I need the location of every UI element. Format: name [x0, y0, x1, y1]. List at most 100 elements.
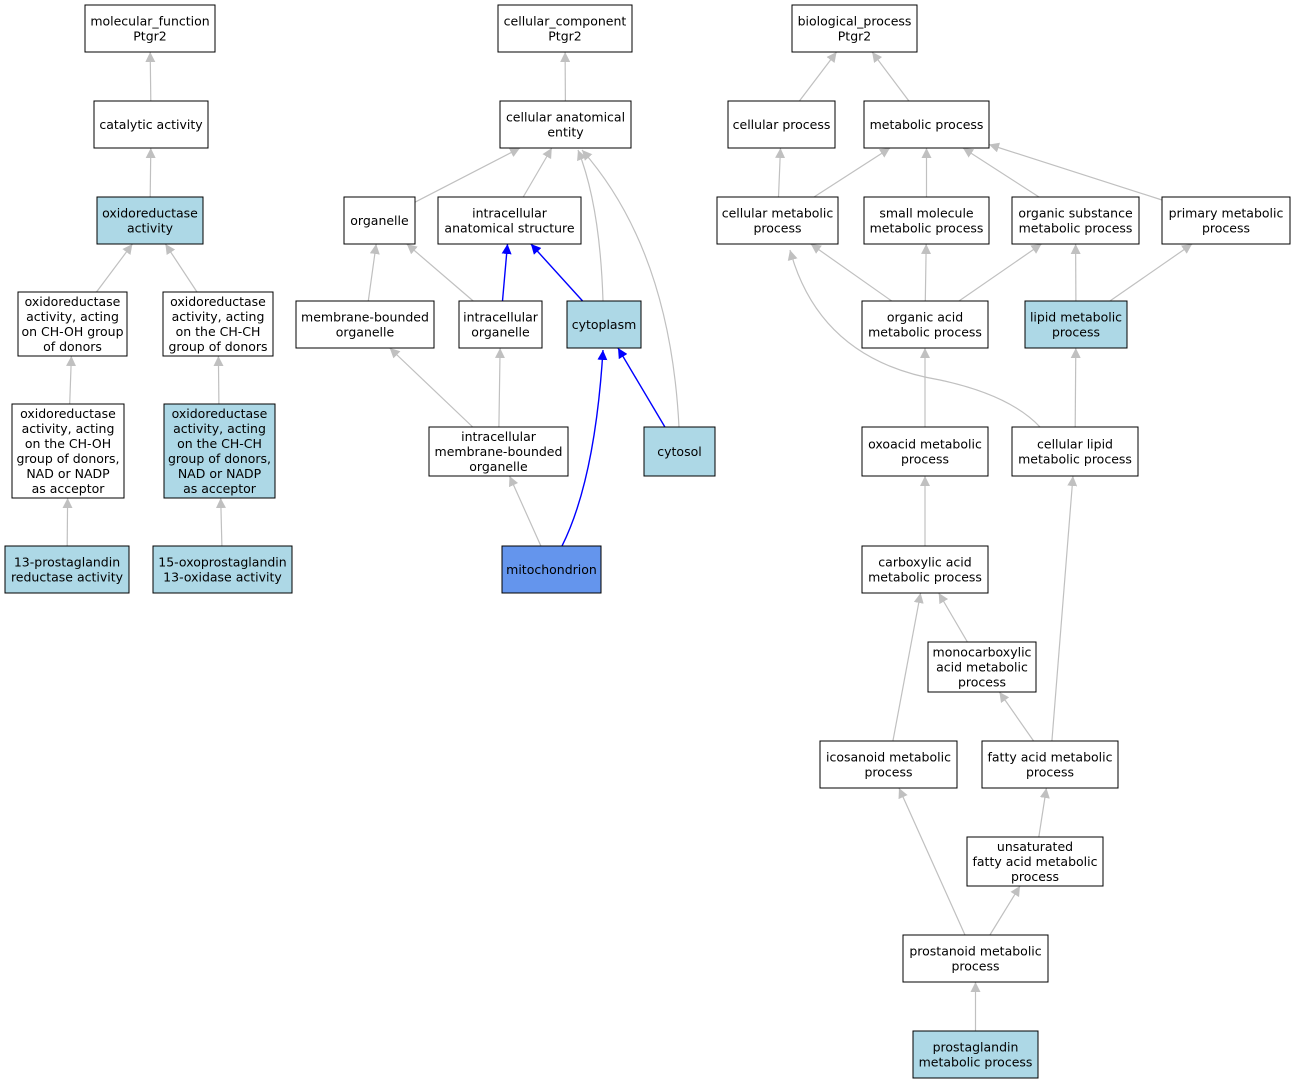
node-label-line: intracellular	[463, 310, 539, 325]
node-label-line: group of donors,	[168, 451, 271, 466]
node-label-line: of donors	[43, 339, 102, 354]
node-label-line: metabolic process	[868, 325, 982, 340]
node-label-line: as acceptor	[32, 481, 106, 496]
node-box	[501, 545, 602, 594]
node-label-line: group of donors	[168, 339, 267, 354]
node-mito[interactable]: mitochondrion	[501, 545, 602, 594]
node-box	[428, 426, 569, 477]
node-box	[1011, 196, 1140, 245]
node-label-line: organelle	[336, 325, 395, 340]
node-box	[861, 426, 989, 477]
edge-imbo-to-io	[494, 347, 505, 428]
node-label-line: intracellular	[472, 206, 548, 221]
node-box	[343, 196, 416, 245]
node-box	[163, 403, 276, 499]
edge-cytosol-to-cyto	[617, 347, 666, 428]
edge-oamp-to-smmp	[921, 243, 932, 302]
edge-clmp-to-lmp	[1070, 347, 1081, 428]
node-box	[93, 100, 209, 149]
edge-oxr_chch_nad-to-oxr_chch	[213, 355, 224, 405]
node-box	[863, 196, 990, 245]
node-label-line: organic acid	[887, 310, 963, 325]
node-label-line: organic substance	[1018, 206, 1133, 221]
node-box	[437, 196, 582, 245]
node-label-line: monocarboxylic	[933, 645, 1032, 660]
node-label-line: metabolic process	[870, 117, 984, 132]
node-box	[497, 4, 633, 53]
edge-famp-to-clmp	[1051, 475, 1078, 742]
node-org[interactable]: organelle	[343, 196, 416, 245]
node-cp[interactable]: cellular process	[727, 100, 836, 149]
node-box	[499, 100, 632, 149]
node-box	[863, 100, 990, 149]
node-box	[566, 300, 642, 349]
node-cytosol[interactable]: cytosol	[643, 426, 716, 477]
node-label-line: activity, acting	[26, 309, 119, 324]
node-label-line: activity, acting	[172, 309, 265, 324]
node-box	[861, 545, 989, 594]
node-box	[152, 545, 293, 594]
node-label-line: process	[901, 452, 949, 467]
edge-icmp-to-camp	[892, 592, 924, 742]
node-label-line: process	[753, 221, 801, 236]
node-label-line: oxidoreductase	[102, 206, 198, 221]
node-box	[1024, 300, 1128, 349]
node-mp[interactable]: metabolic process	[863, 100, 990, 149]
node-label-line: metabolic process	[919, 1055, 1033, 1070]
node-label-line: oxidoreductase	[170, 294, 266, 309]
edge-ias-to-cae	[522, 147, 553, 198]
node-label-line: oxidoreductase	[20, 406, 116, 421]
node-label-line: molecular_function	[90, 14, 209, 29]
edge-cmp-to-mp	[813, 147, 891, 198]
node-label-line: metabolic process	[1018, 452, 1132, 467]
node-label-line: unsaturated	[997, 839, 1073, 854]
edge-oamp-to-cmp	[810, 243, 893, 302]
node-label-line: 15-oxoprostaglandin	[158, 555, 286, 570]
node-label-line: process	[958, 675, 1006, 690]
edge-org-to-cae	[414, 147, 521, 203]
node-cyto[interactable]: cytoplasm	[566, 300, 642, 349]
node-cat[interactable]: catalytic activity	[93, 100, 209, 149]
edge-oxr_chch-to-oxr	[164, 243, 198, 293]
node-box	[162, 291, 274, 357]
node-label-line: Ptgr2	[548, 29, 581, 44]
edge-oxr-to-cat	[145, 147, 156, 198]
node-label-line: prostanoid metabolic	[909, 944, 1041, 959]
node-box	[295, 300, 435, 349]
node-box	[1161, 196, 1291, 245]
edge-lmp-to-pmp	[1109, 243, 1193, 302]
node-box	[912, 1030, 1039, 1079]
node-box	[643, 426, 716, 477]
